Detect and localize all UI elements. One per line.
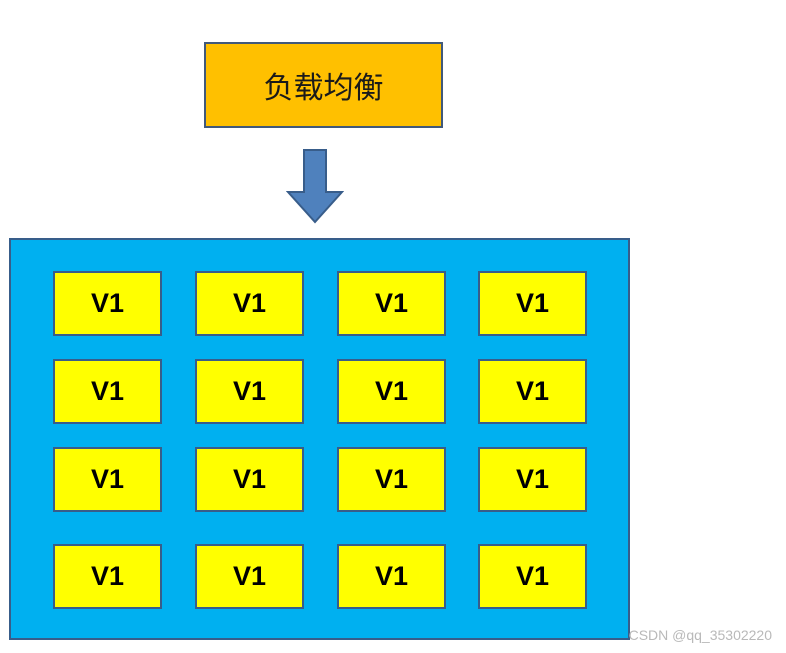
load-balancer-box: 负载均衡 <box>204 42 443 128</box>
server-node: V1 <box>195 544 304 609</box>
server-node: V1 <box>478 271 587 336</box>
server-node: V1 <box>337 447 446 512</box>
down-arrow-icon <box>286 149 344 224</box>
server-node: V1 <box>53 271 162 336</box>
watermark-text: CSDN @qq_35302220 <box>628 627 772 643</box>
server-node: V1 <box>53 447 162 512</box>
server-node: V1 <box>195 271 304 336</box>
server-node: V1 <box>337 359 446 424</box>
server-node: V1 <box>478 544 587 609</box>
server-node: V1 <box>195 359 304 424</box>
server-node: V1 <box>53 544 162 609</box>
load-balancer-label: 负载均衡 <box>263 71 384 106</box>
server-cluster: V1 V1 V1 V1 V1 V1 V1 V1 V1 V1 V1 V1 V1 V… <box>9 238 630 640</box>
server-node: V1 <box>337 544 446 609</box>
server-node: V1 <box>53 359 162 424</box>
server-node: V1 <box>478 359 587 424</box>
server-node: V1 <box>195 447 304 512</box>
server-node: V1 <box>337 271 446 336</box>
server-node: V1 <box>478 447 587 512</box>
